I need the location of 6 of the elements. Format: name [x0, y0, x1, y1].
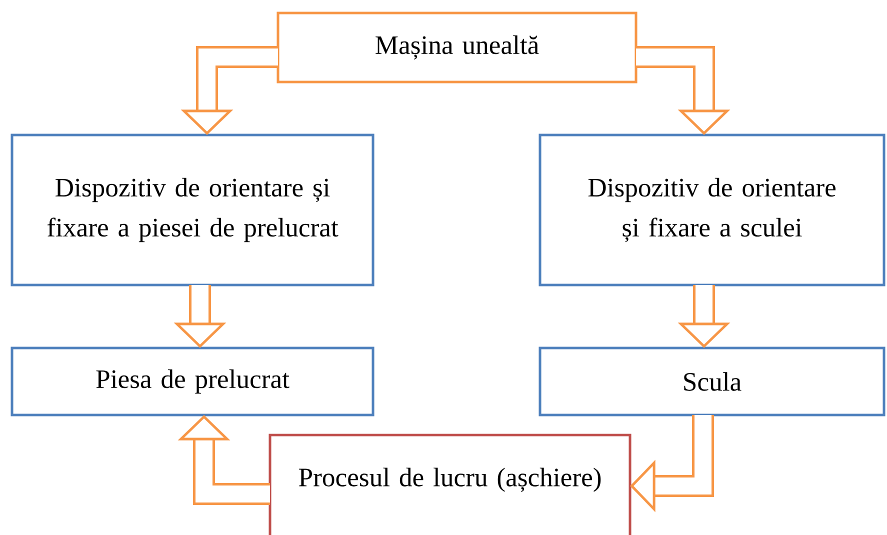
process-box: Dispozitiv de orientare și fixare a sculei [538, 134, 886, 286]
machine-box: Mașina unealtă [276, 12, 638, 84]
process-box: Piesa de prelucrat [10, 346, 374, 416]
process-box: Scula [538, 346, 886, 416]
process-box: Dispozitiv de orientare și fixare a piesei de prelucrat [10, 134, 374, 286]
process-box: Procesul de lucru (așchiere) [268, 434, 632, 535]
